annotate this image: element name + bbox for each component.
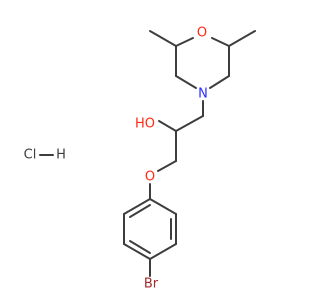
bond-ar-c3-c4 bbox=[149, 243, 177, 260]
bond-o-c2 bbox=[175, 37, 194, 47]
ring-oxygen-label: O bbox=[197, 26, 207, 41]
chloride-label: Cl bbox=[24, 148, 37, 163]
hydrochloride-salt: Cl H bbox=[24, 148, 66, 163]
amine-nitrogen-label: N bbox=[198, 87, 208, 102]
bond-c3-n bbox=[175, 75, 197, 89]
hydroxyl-label: HO bbox=[135, 117, 155, 132]
bond-n-c5 bbox=[209, 75, 230, 89]
propanol-chain bbox=[149, 100, 204, 200]
bond-c6-methyl bbox=[228, 30, 256, 47]
hydrogen-label: H bbox=[56, 148, 66, 163]
bond-choh-oh bbox=[158, 120, 177, 132]
bond-ar-c4-c5 bbox=[123, 243, 151, 260]
bond-ar-c6-c1 bbox=[123, 198, 151, 215]
bond-c6-o bbox=[211, 37, 230, 47]
bond-ch2-choh bbox=[175, 115, 204, 132]
benzene-ring bbox=[123, 198, 177, 277]
structural-formula: O N HO O Br Cl H bbox=[24, 26, 256, 292]
bond-ar-inner-2 bbox=[129, 240, 151, 254]
bond-ch2-o bbox=[157, 160, 177, 172]
bond-ar-inner-3 bbox=[129, 204, 151, 218]
ether-oxygen-label: O bbox=[145, 170, 155, 185]
morpholine-ring bbox=[149, 30, 256, 89]
bond-ar-c1-c2 bbox=[149, 198, 177, 215]
bromine-label: Br bbox=[144, 277, 159, 292]
bond-c2-methyl bbox=[149, 30, 177, 47]
